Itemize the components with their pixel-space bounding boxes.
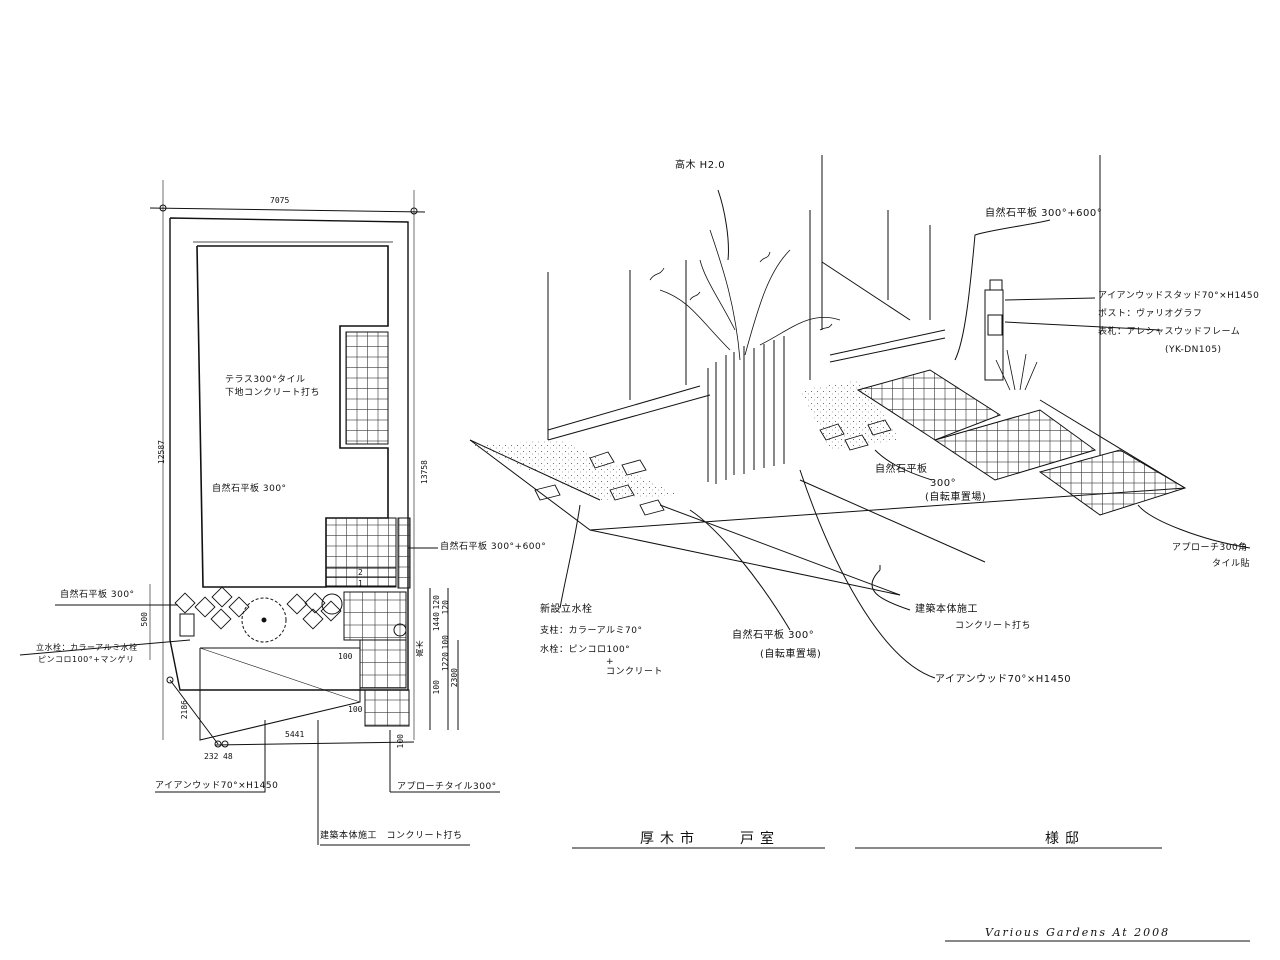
label-faucet-d: コンクリート [606, 667, 664, 677]
label-concrete: 建築本体施工 コンクリート打ち [320, 831, 463, 841]
label-terrace: テラス300°タイル [225, 375, 306, 385]
dim-mid1: 100 [338, 652, 353, 661]
label-nameplate: 表札：アレシャスウッドフレーム [1098, 327, 1241, 337]
dim-bl-b: 48 [223, 752, 233, 761]
dim-top: 7075 [270, 196, 290, 205]
signature: Various Gardens At 2008 [985, 926, 1171, 939]
label-nameplate-sub: (YK-DN105) [1165, 345, 1222, 355]
site-plan [19, 180, 500, 846]
label-approach-tile: アプローチ300角 [1172, 543, 1248, 553]
dim-bl-a: 232 [204, 752, 219, 761]
label-tall-tree: 高木 H2.0 [675, 160, 726, 171]
dim-bottom: 5441 [285, 730, 305, 739]
dim-500: 500 [140, 612, 149, 627]
label-faucet-b: 水栓：ピンコロ100° [540, 645, 631, 655]
dim-r7: 120 [441, 600, 450, 615]
label-post-sub: ポスト：ヴァリオグラフ [1098, 309, 1203, 319]
dim-left: 12587 [157, 440, 166, 465]
dim-r5: 2300 [450, 668, 459, 688]
label-post: アイアンウッドスタッド70°×H1450 [1098, 291, 1260, 301]
label-stone-bottom-sub: (自転車置場) [760, 649, 822, 660]
label-tree-plan: 高木 [415, 640, 424, 657]
label-new-faucet: 新設立水栓 [540, 604, 593, 615]
label-ironwood-persp: アイアンウッド70°×H1450 [935, 674, 1072, 685]
label-stone-bottom: 自然石平板 300° [732, 630, 815, 641]
perspective-sketch [469, 155, 1251, 942]
label-faucet-sub: ピンコロ100°+マンゲリ [38, 655, 135, 664]
label-ironwood: アイアンウッド70°×H1450 [155, 781, 279, 791]
label-approach-tile-sub: タイル貼 [1212, 559, 1251, 569]
label-stone-left: 自然石平板 300° [60, 590, 135, 600]
label-stone-right: 自然石平板 300°+600° [440, 542, 547, 552]
title-client: 厚木市 戸室 [640, 831, 780, 847]
dim-r6: 100 [441, 635, 450, 650]
label-faucet-c: + [606, 657, 615, 667]
label-concrete-persp-sub: コンクリート打ち [955, 621, 1032, 631]
label-faucet-a: 支柱：カラーアルミ70° [540, 626, 643, 636]
label-terrace-sub: 下地コンクリート打ち [225, 388, 321, 398]
label-stone-mid-note: (自転車置場) [925, 492, 987, 503]
dim-r4: 100 [432, 680, 441, 695]
dim-r2: 1440 [432, 612, 441, 632]
label-stone-mid: 自然石平板 [875, 464, 928, 475]
title-residence: 様邸 [1045, 831, 1085, 847]
dim-right: 13758 [420, 460, 429, 485]
step-1: 1 [358, 579, 363, 588]
dim-mid2: 100 [348, 705, 363, 714]
dim-diag: 2186 [180, 700, 189, 720]
step-2: 2 [358, 568, 363, 577]
label-approach: アプローチタイル300° [397, 782, 497, 792]
label-stone-mid-sub: 300° [930, 478, 957, 489]
dim-r3: 1220 [441, 652, 450, 672]
label-concrete-persp: 建築本体施工 [915, 604, 978, 615]
label-faucet: 立水栓：カラーアルミ水栓 [36, 643, 138, 652]
label-stone-top: 自然石平板 300°+600° [985, 208, 1103, 219]
dim-r8: 100 [396, 734, 405, 749]
label-stone: 自然石平板 300° [212, 484, 287, 494]
dim-r1: 120 [432, 595, 441, 610]
